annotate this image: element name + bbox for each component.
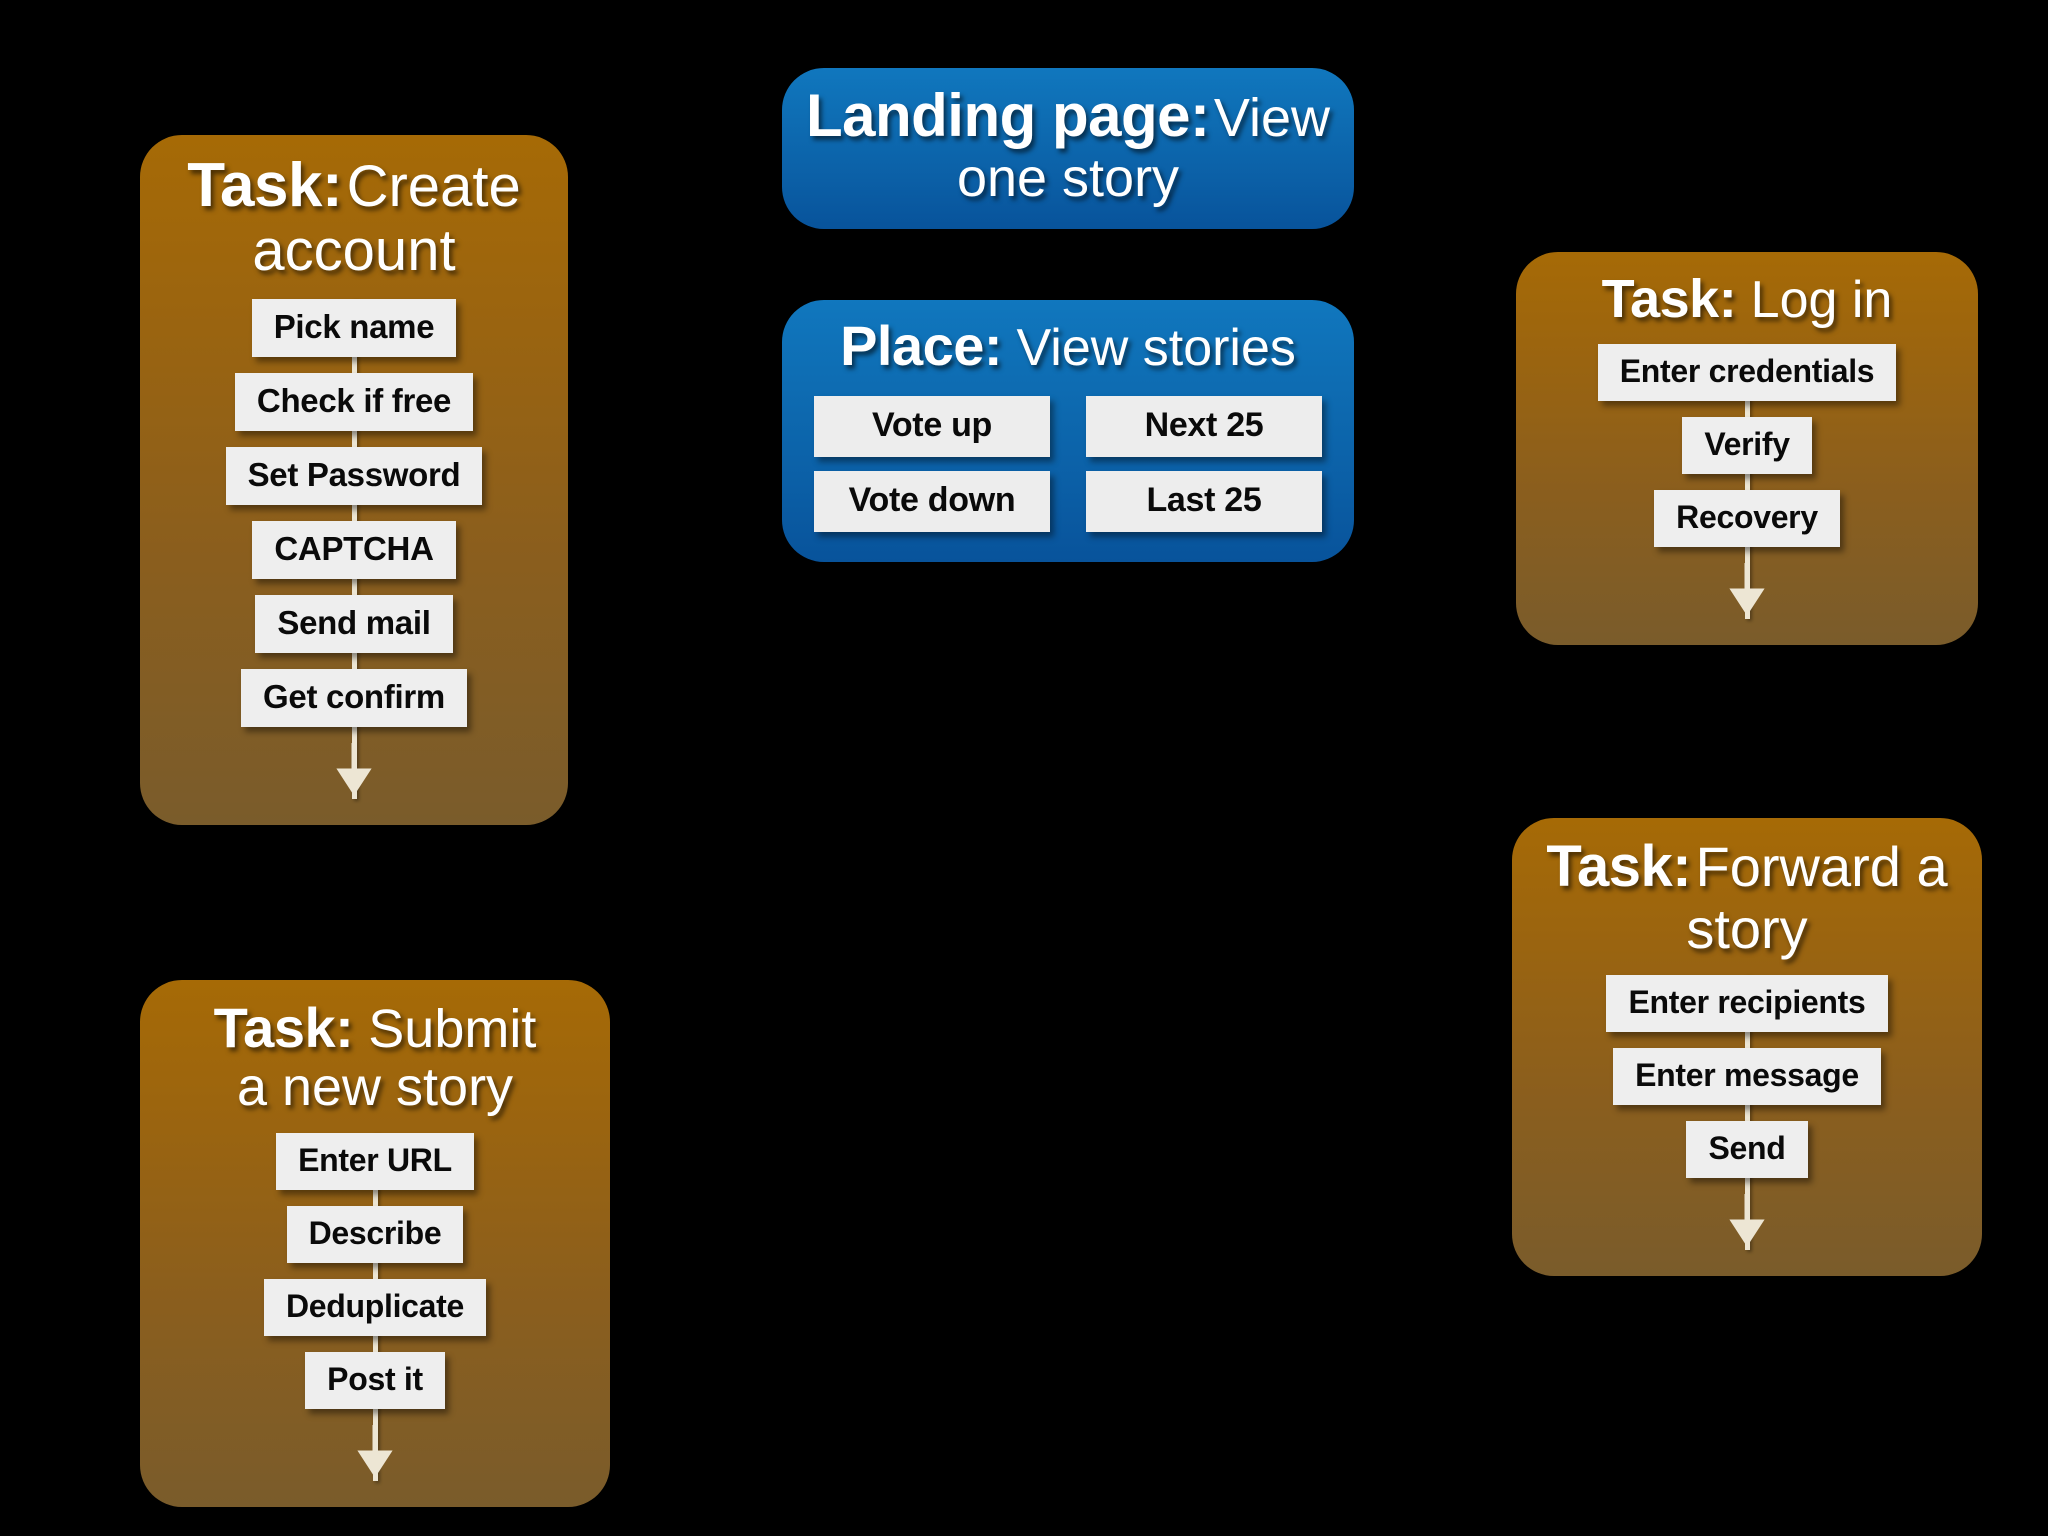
card-name: View stories (1016, 319, 1296, 377)
step-enter-url[interactable]: Enter URL (276, 1132, 474, 1190)
card-task-submit-a-new-story[interactable]: Task: Submit a new story Enter URL Descr… (140, 980, 610, 1507)
flow-connector-line (1744, 344, 1750, 620)
step-enter-recipients[interactable]: Enter recipients (1606, 975, 1888, 1033)
card-title-submit-story: Task: Submit a new story (162, 996, 588, 1118)
card-place-view-stories[interactable]: Place: View stories Vote up Next 25 Vote… (782, 300, 1354, 563)
flow-submit-story: Enter URL Describe Deduplicate Post it (162, 1132, 588, 1481)
step-send-mail[interactable]: Send mail (255, 594, 453, 653)
card-title-view-stories: Place: View stories (804, 314, 1332, 377)
card-task-create-account[interactable]: Task: Create account Pick name Check if … (140, 135, 568, 825)
card-landing-page[interactable]: Landing page: View one story (782, 68, 1354, 230)
card-name-line-2: a new story (236, 1057, 514, 1118)
flow-forward-story: Enter recipients Enter message Send (1534, 975, 1960, 1251)
flow-end-arrow-icon (1727, 563, 1767, 619)
view-stories-button-grid: Vote up Next 25 Vote down Last 25 (804, 396, 1332, 538)
flow-create-account: Pick name Check if free Set Password CAP… (162, 298, 546, 799)
card-label: Task: (187, 151, 343, 220)
card-label: Landing page: (805, 82, 1210, 149)
flow-connector-line (1744, 975, 1750, 1251)
card-name: Forward a story (1686, 835, 1948, 960)
card-label: Task: (1546, 834, 1692, 899)
card-task-forward-a-story[interactable]: Task: Forward a story Enter recipients E… (1512, 818, 1982, 1277)
card-title-create-account: Task: Create account (162, 151, 546, 283)
card-name: Create account (252, 154, 521, 283)
step-describe[interactable]: Describe (286, 1205, 464, 1263)
flow-log-in: Enter credentials Verify Recovery (1538, 344, 1956, 620)
card-title-log-in: Task: Log in (1538, 270, 1956, 328)
step-captcha[interactable]: CAPTCHA (252, 520, 456, 579)
step-get-confirm[interactable]: Get confirm (241, 668, 467, 727)
card-title-landing-page: Landing page: View one story (804, 82, 1332, 208)
step-post-it[interactable]: Post it (305, 1351, 445, 1409)
button-next-25[interactable]: Next 25 (1086, 396, 1322, 458)
flow-end-arrow-icon (1727, 1194, 1767, 1250)
step-pick-name[interactable]: Pick name (251, 298, 457, 357)
card-name: View one story (956, 88, 1330, 208)
button-vote-up[interactable]: Vote up (814, 396, 1050, 458)
card-name-line-1: Submit (368, 999, 537, 1059)
flow-end-arrow-icon (334, 742, 374, 799)
step-recovery[interactable]: Recovery (1654, 490, 1840, 548)
button-vote-down[interactable]: Vote down (814, 471, 1050, 533)
step-enter-credentials[interactable]: Enter credentials (1597, 344, 1897, 402)
step-deduplicate[interactable]: Deduplicate (263, 1278, 487, 1336)
card-label: Task: (1601, 269, 1737, 329)
card-name: Log in (1750, 271, 1893, 329)
card-label: Place: (840, 314, 1003, 377)
card-task-log-in[interactable]: Task: Log in Enter credentials Verify Re… (1516, 252, 1978, 646)
step-verify[interactable]: Verify (1682, 417, 1812, 475)
step-send[interactable]: Send (1686, 1121, 1808, 1179)
flow-end-arrow-icon (355, 1424, 395, 1481)
card-label: Task: (213, 996, 354, 1059)
step-enter-message[interactable]: Enter message (1613, 1048, 1881, 1106)
step-check-if-free[interactable]: Check if free (234, 372, 474, 431)
card-title-forward-story: Task: Forward a story (1534, 834, 1960, 960)
button-last-25[interactable]: Last 25 (1086, 471, 1322, 533)
step-set-password[interactable]: Set Password (225, 446, 483, 505)
